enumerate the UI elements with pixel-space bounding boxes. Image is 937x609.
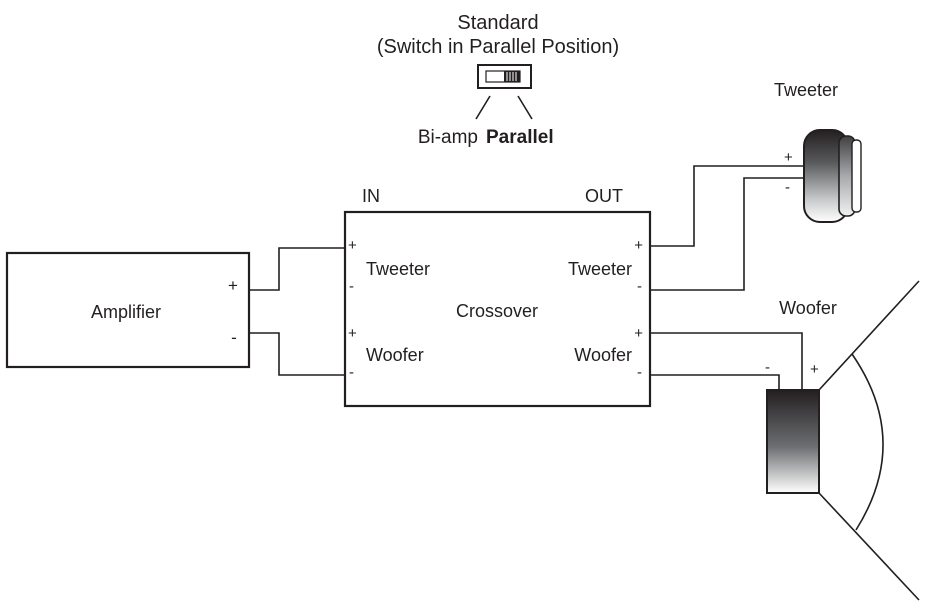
amplifier-plus-terminal: +: [228, 276, 238, 295]
switch-option-biamp: Bi-amp: [418, 127, 478, 148]
wire-amp-minus-to-woofer-in: [249, 332, 345, 376]
crossover-out-tweeter-label: Tweeter: [568, 259, 632, 279]
crossover-out-label: OUT: [585, 186, 623, 206]
wires: [249, 165, 808, 390]
switch-pointer-right: [517, 95, 533, 120]
amplifier-minus-terminal: -: [231, 328, 237, 347]
woofer-speaker: Woofer - +: [765, 280, 920, 601]
crossover-box: [343, 210, 652, 408]
crossover-out-woofer-minus: -: [637, 364, 642, 381]
crossover-out-woofer-plus: +: [634, 325, 643, 342]
switch-option-parallel: Parallel: [486, 127, 554, 148]
tweeter-minus-terminal: -: [785, 179, 790, 196]
tweeter-icon: [803, 129, 862, 223]
parallel-switch-group: Standard (Switch in Parallel Position) B…: [377, 12, 619, 148]
crossover-in-tweeter-minus: -: [349, 278, 354, 295]
amplifier-label: Amplifier: [91, 302, 161, 322]
crossover-in-label: IN: [362, 186, 380, 206]
crossover-label: Crossover: [456, 301, 538, 321]
amplifier-block: Amplifier + -: [5, 251, 251, 369]
crossover-in-woofer-minus: -: [349, 364, 354, 381]
woofer-label: Woofer: [779, 298, 837, 318]
crossover-out-tweeter-minus: -: [637, 278, 642, 295]
switch-title: Standard: [457, 12, 538, 34]
woofer-plus-terminal: +: [810, 361, 819, 378]
wire-amp-plus-to-tweeter-in: [249, 247, 345, 291]
wire-tweeter-out-plus: [650, 165, 808, 247]
crossover-out-tweeter-plus: +: [634, 237, 643, 254]
crossover-block: IN OUT Crossover + Tweeter - + Woofer - …: [343, 186, 652, 408]
amplifier-box: [5, 251, 251, 369]
wire-tweeter-out-minus: [650, 177, 808, 291]
tweeter-plus-terminal: +: [784, 149, 793, 166]
tweeter-speaker: Tweeter + -: [774, 80, 862, 223]
crossover-in-tweeter-plus: +: [348, 237, 357, 254]
crossover-in-tweeter-label: Tweeter: [366, 259, 430, 279]
switch-subtitle: (Switch in Parallel Position): [377, 36, 619, 58]
crossover-in-woofer-plus: +: [348, 325, 357, 342]
crossover-out-woofer-label: Woofer: [574, 345, 632, 365]
switch-pointer-left: [475, 95, 491, 120]
tweeter-label: Tweeter: [774, 80, 838, 100]
woofer-icon: [766, 280, 920, 601]
woofer-minus-terminal: -: [765, 359, 770, 376]
wire-woofer-out-plus: [650, 332, 803, 390]
wire-woofer-out-minus: [650, 374, 780, 390]
crossover-in-woofer-label: Woofer: [366, 345, 424, 365]
slide-switch-icon[interactable]: [477, 64, 532, 89]
